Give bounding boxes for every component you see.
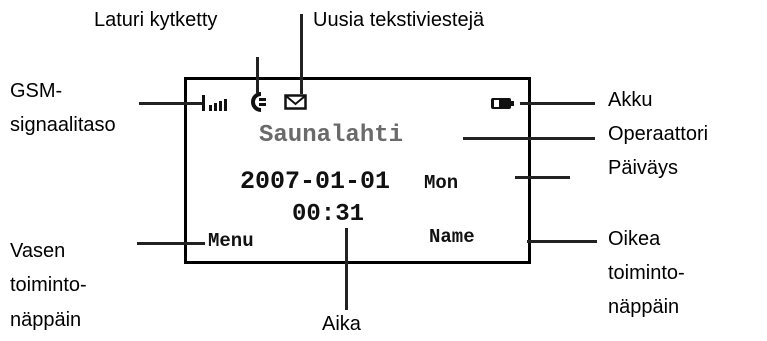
- time-value: 00:31: [292, 201, 365, 228]
- label-right-key-2: toiminto-: [608, 262, 685, 284]
- label-operator: Operaattori: [608, 123, 709, 145]
- battery-icon: [491, 98, 514, 109]
- label-time: Aika: [322, 313, 361, 335]
- leader-line-sms: [300, 14, 303, 94]
- leader-line-charger: [256, 57, 259, 93]
- leader-line-gsm: [139, 102, 202, 105]
- label-gsm-1: GSM-: [10, 80, 63, 102]
- label-charger: Laturi kytketty: [94, 9, 218, 31]
- operator-name: Saunalahti: [259, 122, 404, 149]
- lcd-screen: [184, 77, 531, 264]
- date-value: 2007-01-01: [240, 167, 391, 196]
- signal-icon: [202, 95, 227, 111]
- label-date: Päiväys: [608, 157, 679, 179]
- leader-line-date: [515, 176, 570, 179]
- leader-line-battery: [520, 102, 595, 105]
- label-left-key-3: näppäin: [10, 309, 82, 331]
- leader-line-right-key: [527, 240, 597, 243]
- label-left-key-1: Vasen: [10, 240, 66, 262]
- label-new-sms: Uusia tekstiviestejä: [313, 9, 485, 31]
- label-right-key-3: näppäin: [608, 296, 680, 318]
- leader-line-left-key: [137, 242, 205, 245]
- leader-line-operator: [463, 137, 595, 140]
- label-battery: Akku: [608, 89, 653, 111]
- right-softkey-label: Name: [429, 226, 475, 248]
- label-right-key-1: Oikea: [608, 228, 661, 250]
- envelope-icon: [284, 94, 307, 110]
- label-gsm-2: signaalitaso: [10, 114, 116, 136]
- weekday: Mon: [424, 172, 459, 194]
- left-softkey-label: Menu: [208, 230, 254, 252]
- leader-line-time: [345, 228, 348, 310]
- label-left-key-2: toiminto-: [10, 274, 87, 296]
- charger-icon: [251, 92, 266, 112]
